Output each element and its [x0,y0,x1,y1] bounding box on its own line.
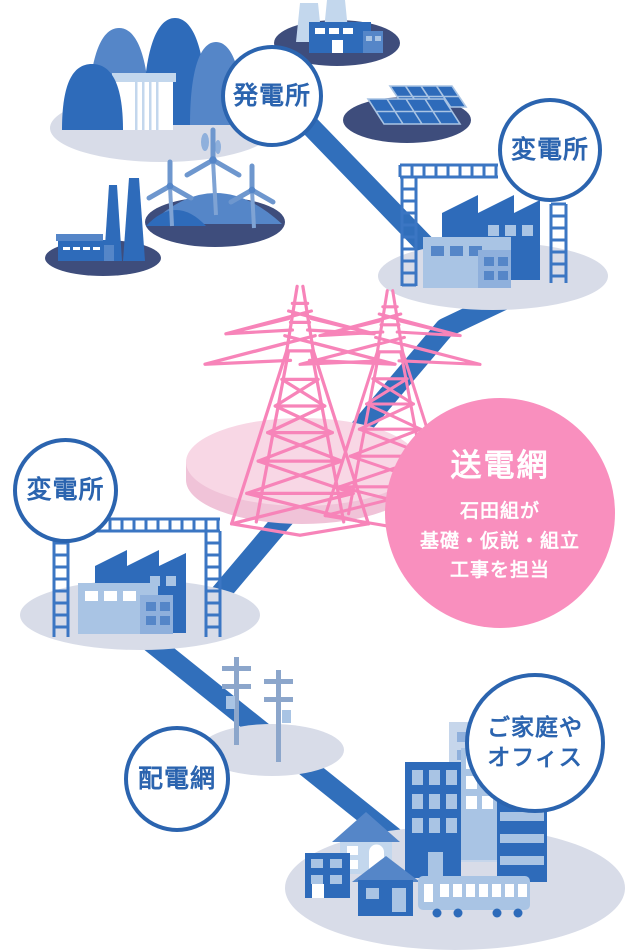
chimney [123,178,145,261]
mountain [62,64,123,130]
transmission-grid-title: 送電網 [450,448,550,484]
wind-turbines-icon [145,127,285,247]
lattice-pylon [204,531,222,637]
annex-building [363,31,383,53]
power-plant-label: 発電所 [221,45,323,147]
transmission-grid-note: 送電網 石田組が 基礎・仮説・組立 工事を担当 [385,398,615,628]
tree [215,140,221,154]
substation-right-label: 変電所 [498,98,602,202]
two-story-house [305,853,350,898]
transmission-grid-note-line3: 工事を担当 [449,560,550,582]
factory-building [58,240,117,261]
substation-annex [140,595,173,634]
tree [201,133,209,151]
nuclear-plant-icon [274,0,400,66]
wind-turbine [228,163,276,229]
lattice-pylon [549,202,568,283]
substation-annex [478,250,511,288]
transmission-grid-note-line2: 基礎・仮説・組立 [419,530,580,552]
dam-crest [112,73,176,82]
substation-right-label-text: 変電所 [510,135,589,164]
train-icon [418,876,530,918]
cityscape-icon [285,722,625,950]
front-house [352,856,420,916]
homes-offices-label: ご家庭や オフィス [465,673,605,813]
transmission-towers-icon [186,284,482,537]
utility-pole [222,657,251,745]
lattice-pylon [52,531,70,637]
substation-left-label-text: 変電所 [26,476,105,505]
wind-turbine [184,127,242,216]
utility-poles-icon [200,657,344,776]
utility-pole [264,670,293,762]
lattice-beam [398,163,498,179]
hydro-dam-icon [50,18,274,162]
distribution-grid-label-text: 配電網 [137,764,216,793]
factory-door [104,245,114,261]
substation-left-label: 変電所 [13,438,118,543]
substation-right-icon [378,163,608,310]
distribution-grid-label: 配電網 [124,726,230,832]
hill [146,210,206,226]
homes-offices-label-line1: ご家庭や [487,714,583,741]
substation-left-icon [20,517,260,650]
solar-panels-icon [343,85,471,143]
power-plant-label-text: 発電所 [232,81,311,110]
wind-turbine [146,159,194,227]
factory-roof [56,234,103,241]
homes-offices-label-line2: オフィス [487,744,583,770]
lattice-pylon [400,177,418,287]
thermal-plant-icon [45,178,161,276]
transmission-grid-note-line1: 石田組が [459,501,540,523]
